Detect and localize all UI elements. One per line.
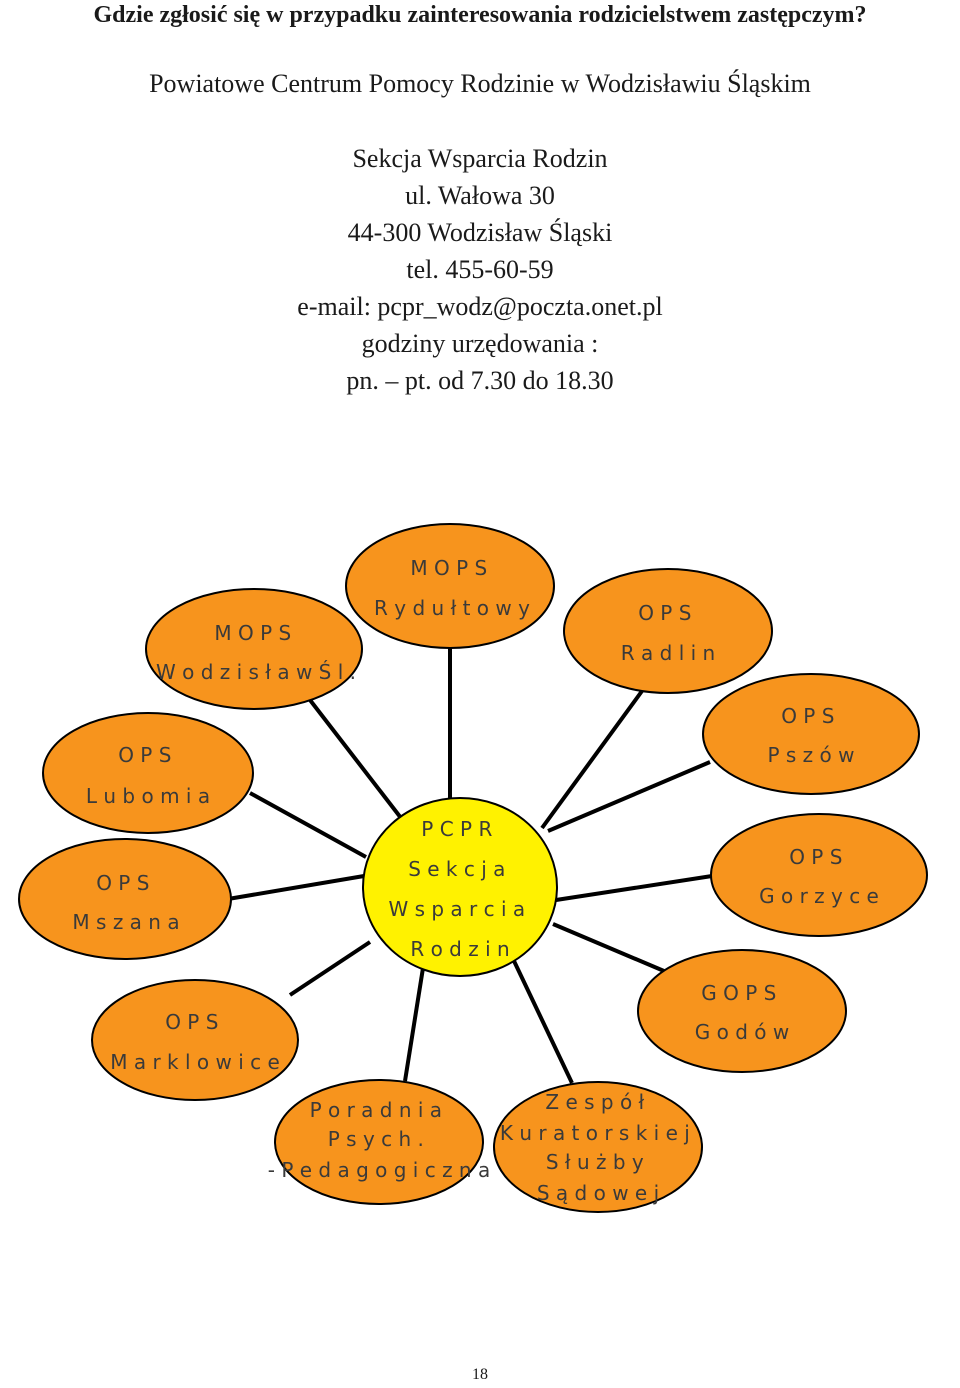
node-shape [710,813,928,937]
node-shape [637,949,847,1073]
node-ops-mszana: O P S M s z a n a [18,838,232,960]
node-label: G O P S G o d ó w [695,981,789,1044]
node-label: M O P S W o d z i s ł a w Ś l . [156,621,356,684]
contact-phone: tel. 455-60-59 [406,255,554,284]
node-label-line: S ą d o w e j [537,1181,659,1205]
connector-line [540,689,644,830]
node-label-line: G O P S [701,981,776,1005]
node-shape [91,979,299,1101]
node-ops-gorzyce: O P S G o r z y c e [710,813,928,937]
node-label-line: R a d l i n [621,641,715,665]
node-label-line: O P S [638,601,691,625]
node-label-line: S ł u ż b y [546,1150,644,1174]
node-label-line: Z e s p ó ł [545,1090,644,1114]
connector-line [288,940,372,997]
page-heading: Gdzie zgłosić się w przypadku zaintereso… [93,2,867,28]
connector-line [227,874,365,901]
contact-block: Sekcja Wsparcia Rodzin ul. Wałowa 30 44-… [0,140,960,399]
node-shape [702,673,920,795]
node-label-line: P o r a d n i a [310,1098,442,1122]
node-shape [18,838,232,960]
node-label-line: O P S [781,704,834,728]
page-number: 18 [472,1366,488,1383]
node-mops-wodzislaw: M O P S W o d z i s ł a w Ś l . [145,588,363,710]
node-label-line: G o r z y c e [759,884,879,908]
node-shape [42,712,254,834]
node-shape [563,568,773,694]
contact-street: ul. Wałowa 30 [405,181,555,210]
node-label: Z e s p ó ł K u r a t o r s k i e j S ł … [500,1090,696,1205]
node-label-line: O P S [96,871,149,895]
contact-hours-label: godziny urzędowania : [361,329,599,358]
connector-line [555,874,713,902]
node-label-line: - P e d a g o g i c z n a [268,1158,490,1182]
node-shape [274,1079,484,1205]
contact-hours: pn. – pt. od 7.30 do 18.30 [346,366,614,395]
node-ops-pszow: O P S P s z ó w [702,673,920,795]
node-pcpr-center: P C P R S e k c j a W s p a r c i a R o … [362,797,558,977]
contact-email: e-mail: pcpr_wodz@poczta.onet.pl [297,292,663,321]
center-label-line: R o d z i n [410,937,509,961]
node-mops-rydultowy: M O P S R y d u ł t o w y [345,523,555,649]
connector-line [403,967,425,1082]
node-label-line: M O P S [410,556,487,580]
node-label-line: O P S [165,1010,218,1034]
node-label-line: O P S [118,743,171,767]
node-label: O P S P s z ó w [767,704,854,767]
connector-line [547,760,711,833]
connector-line [249,791,367,859]
node-label-line: P s y c h . [328,1127,424,1151]
node-label-line: G o d ó w [695,1020,789,1044]
center-label-line: W s p a r c i a [388,897,525,921]
connector-line [308,698,403,820]
center-shape [362,797,558,977]
connector-line [552,922,665,973]
node-ops-lubomia: O P S L u b o m i a [42,712,254,834]
node-label-line: M a r k l o w i c e [110,1050,280,1074]
node-zespol: Z e s p ó ł K u r a t o r s k i e j S ł … [493,1081,703,1213]
node-label: O P S R a d l i n [621,601,715,665]
node-ops-marklowice: O P S M a r k l o w i c e [91,979,299,1101]
node-poradnia: P o r a d n i a P s y c h . - P e d a g … [268,1079,490,1205]
node-label-line: R y d u ł t o w y [374,596,530,620]
node-label: O P S G o r z y c e [759,845,879,908]
node-ops-radlin: O P S R a d l i n [563,568,773,694]
node-label-line: M s z a n a [72,910,179,934]
node-label: M O P S R y d u ł t o w y [374,556,530,620]
connector-lines [227,648,713,1084]
node-shape [345,523,555,649]
node-label-line: O P S [789,845,842,869]
node-gops-godow: G O P S G o d ó w [637,949,847,1073]
node-shape [145,588,363,710]
center-label-line: P C P R [421,817,492,841]
node-label: O P S M a r k l o w i c e [110,1010,280,1074]
node-label-line: K u r a t o r s k i e j [500,1121,690,1145]
organization-name: Powiatowe Centrum Pomocy Rodzinie w Wodz… [149,69,811,98]
node-label-line: L u b o m i a [86,784,210,808]
node-shape [493,1081,703,1213]
node-label-line: W o d z i s ł a w Ś l . [156,660,356,684]
center-label-line: S e k c j a [408,857,505,881]
node-label: P o r a d n i a P s y c h . - P e d a g … [268,1098,490,1182]
center-label: P C P R S e k c j a W s p a r c i a R o … [388,817,531,961]
node-label: O P S M s z a n a [72,871,179,934]
node-label-line: M O P S [214,621,291,645]
contact-city: 44-300 Wodzisław Śląski [347,218,613,247]
contact-section: Sekcja Wsparcia Rodzin [352,144,608,173]
node-label-line: P s z ó w [767,743,854,767]
connector-line [512,960,574,1084]
node-label: O P S L u b o m i a [86,743,210,808]
